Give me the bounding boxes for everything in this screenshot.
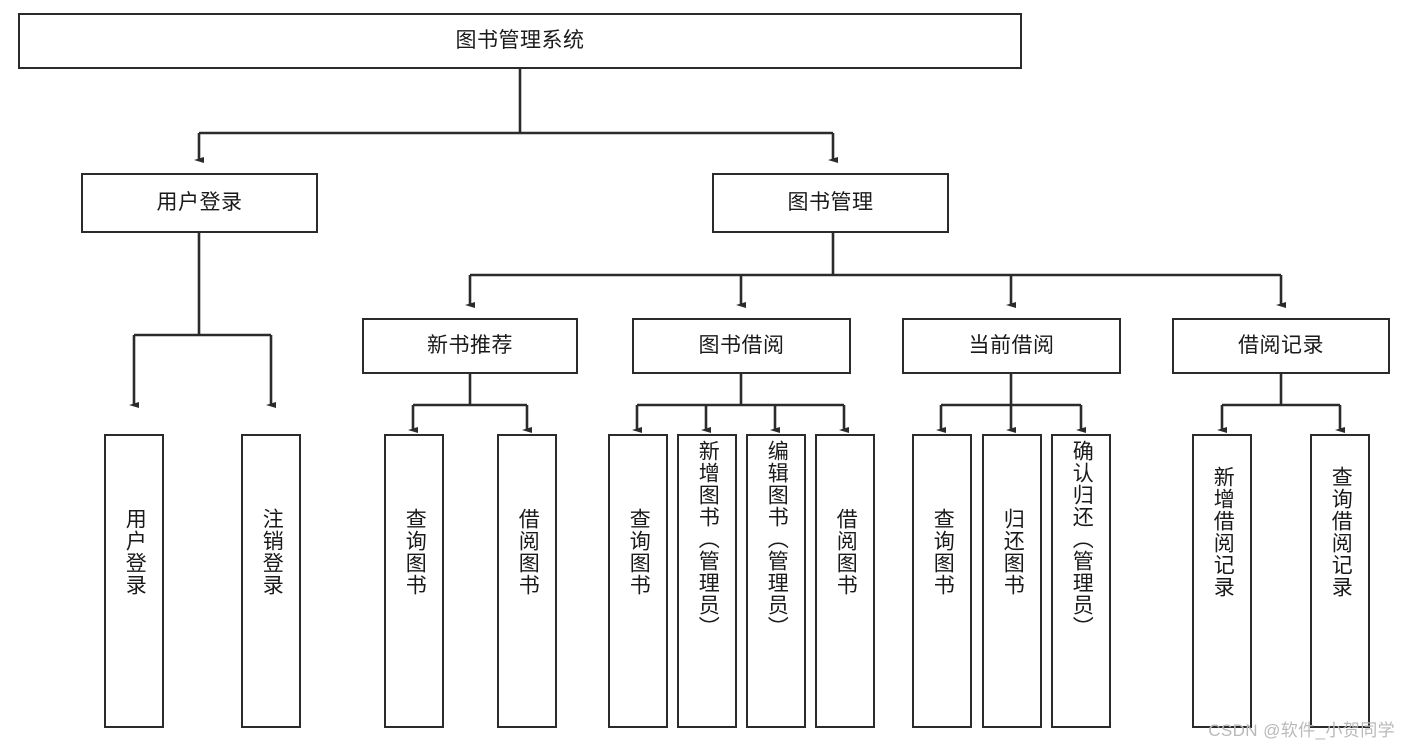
node-leaf-query-book-1[interactable]: 查询图书 <box>384 434 444 728</box>
node-user-login[interactable]: 用户登录 <box>81 173 318 233</box>
node-book-manage[interactable]: 图书管理 <box>712 173 949 233</box>
node-borrow-record-label: 借阅记录 <box>1238 334 1324 358</box>
node-leaf-query-book-3-label: 查询图书 <box>931 508 955 596</box>
node-leaf-query-book-2-label: 查询图书 <box>627 508 651 596</box>
node-leaf-logout-login-label: 注销登录 <box>260 508 284 596</box>
node-book-manage-label: 图书管理 <box>787 191 874 215</box>
node-leaf-borrow-book-2-label: 借阅图书 <box>834 508 858 596</box>
node-leaf-add-book[interactable]: 新增图书（管理员） <box>677 434 737 728</box>
node-leaf-confirm-return-label: 确认归还（管理员） <box>1070 440 1094 638</box>
node-leaf-query-record-label: 查询借阅记录 <box>1329 466 1353 598</box>
node-leaf-user-login[interactable]: 用户登录 <box>104 434 164 728</box>
node-leaf-edit-book-label: 编辑图书（管理员） <box>765 440 789 638</box>
node-leaf-logout-login[interactable]: 注销登录 <box>241 434 301 728</box>
node-leaf-borrow-book-1[interactable]: 借阅图书 <box>497 434 557 728</box>
node-borrow-record[interactable]: 借阅记录 <box>1172 318 1390 374</box>
node-leaf-query-book-2[interactable]: 查询图书 <box>608 434 668 728</box>
node-leaf-query-book-1-label: 查询图书 <box>403 508 427 596</box>
node-leaf-add-book-label: 新增图书（管理员） <box>696 440 720 638</box>
node-leaf-return-book[interactable]: 归还图书 <box>982 434 1042 728</box>
node-leaf-return-book-label: 归还图书 <box>1001 508 1025 596</box>
node-leaf-borrow-book-2[interactable]: 借阅图书 <box>815 434 875 728</box>
node-current-borrow[interactable]: 当前借阅 <box>902 318 1121 374</box>
node-book-borrow-label: 图书借阅 <box>698 334 785 358</box>
node-leaf-confirm-return[interactable]: 确认归还（管理员） <box>1051 434 1111 728</box>
node-new-book-recommend-label: 新书推荐 <box>427 334 513 358</box>
node-leaf-user-login-label: 用户登录 <box>123 508 147 596</box>
node-leaf-borrow-book-1-label: 借阅图书 <box>516 508 540 596</box>
node-leaf-query-book-3[interactable]: 查询图书 <box>912 434 972 728</box>
node-leaf-add-record-label: 新增借阅记录 <box>1211 466 1235 598</box>
node-root[interactable]: 图书管理系统 <box>18 13 1022 69</box>
node-new-book-recommend[interactable]: 新书推荐 <box>362 318 578 374</box>
node-leaf-add-record[interactable]: 新增借阅记录 <box>1192 434 1252 728</box>
node-user-login-label: 用户登录 <box>156 191 243 215</box>
node-leaf-query-record[interactable]: 查询借阅记录 <box>1310 434 1370 728</box>
node-current-borrow-label: 当前借阅 <box>968 334 1055 358</box>
node-book-borrow[interactable]: 图书借阅 <box>632 318 851 374</box>
node-leaf-edit-book[interactable]: 编辑图书（管理员） <box>746 434 806 728</box>
node-root-label: 图书管理系统 <box>455 29 585 53</box>
